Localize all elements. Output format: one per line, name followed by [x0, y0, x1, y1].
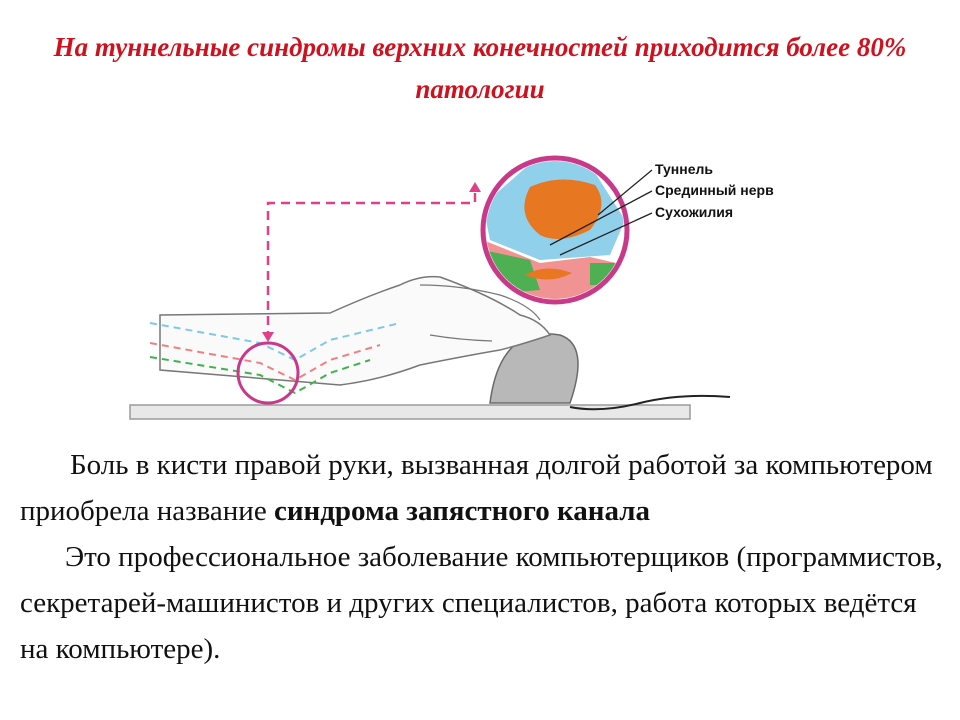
finger-outline [429, 334, 493, 342]
desk-surface [129, 404, 691, 420]
paragraph-syndrome: Боль в кисти правой руки, вызванная долг… [20, 442, 945, 534]
leader-line [597, 169, 653, 216]
tendon-line [149, 356, 371, 395]
wrist-illustration: Туннель Срединный нерв Сухожилия [120, 145, 840, 435]
label-tendons: Сухожилия [655, 204, 733, 220]
wrist-focus-circle [236, 341, 300, 405]
leader-line [549, 190, 653, 246]
slide-title: На туннельные синдромы верхних конечност… [53, 32, 907, 104]
paragraph-syndrome-text: Боль в кисти правой руки, вызванная долг… [20, 449, 933, 527]
arrow-head-up [469, 182, 481, 192]
label-tunnel: Туннель [655, 161, 713, 177]
bone-shape-small [525, 268, 572, 280]
paragraph-occupational: Это профессиональное заболевание компьют… [20, 541, 943, 665]
forearm-hand [159, 275, 552, 386]
syndrome-name: синдрома запястного канала [273, 495, 650, 527]
bone-shape [524, 179, 602, 239]
nerve-line [149, 342, 381, 382]
arrow-path [266, 190, 477, 340]
arrow-head-down [262, 332, 274, 342]
body-text: Боль в кисти правой руки, вызванная долг… [20, 442, 945, 672]
label-median-nerve: Срединный нерв [655, 182, 774, 198]
finger-outline [419, 284, 541, 321]
carpal-tunnel-diagram: Туннель Срединный нерв Сухожилия [129, 155, 774, 420]
computer-mouse [489, 333, 579, 404]
mouse-cable [569, 394, 731, 411]
leader-line [559, 212, 653, 256]
